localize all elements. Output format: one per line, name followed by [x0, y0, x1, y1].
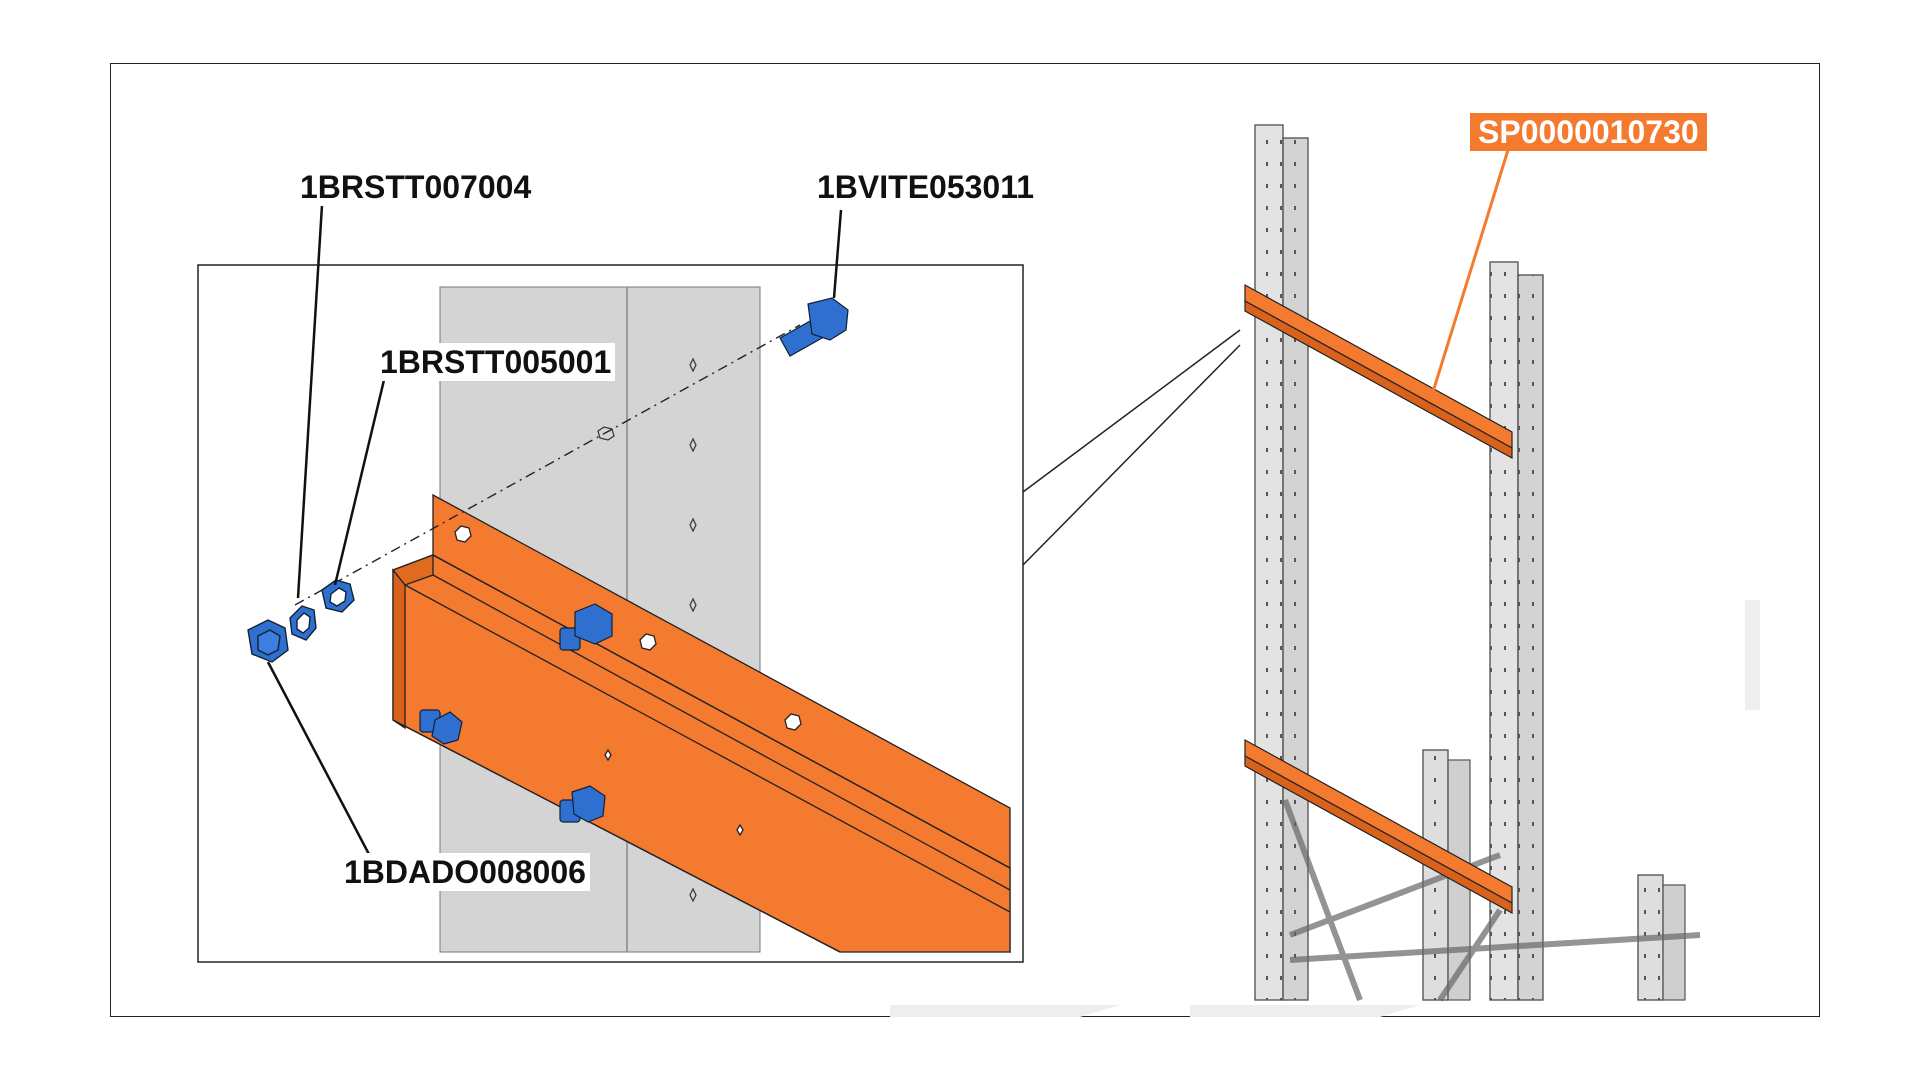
zoom-callout-lines [1022, 329, 1241, 566]
upright-left [1254, 124, 1309, 1001]
detail-inset [197, 204, 1024, 963]
label-nut: 1BDADO008006 [340, 853, 590, 891]
label-washer-2: 1BRSTT005001 [376, 343, 616, 381]
overview-beam-bottom [1244, 738, 1513, 915]
overview-beam-top [1244, 283, 1513, 460]
assembly-axis-line [294, 324, 801, 606]
exploded-washer-1 [321, 579, 355, 613]
detail-beam [391, 493, 1011, 954]
exploded-nut [247, 619, 289, 663]
leader-lines [266, 204, 843, 861]
label-beam: SP0000010730 [1470, 113, 1707, 151]
rack-overview [890, 124, 1760, 1017]
label-bolt: 1BVITE053011 [813, 168, 1039, 206]
exploded-washer-2 [289, 605, 317, 641]
beam-leader-line [1430, 149, 1510, 396]
exploded-bolt [779, 297, 849, 357]
label-washer-1: 1BRSTT007004 [296, 168, 536, 206]
installed-bolts [419, 603, 613, 823]
